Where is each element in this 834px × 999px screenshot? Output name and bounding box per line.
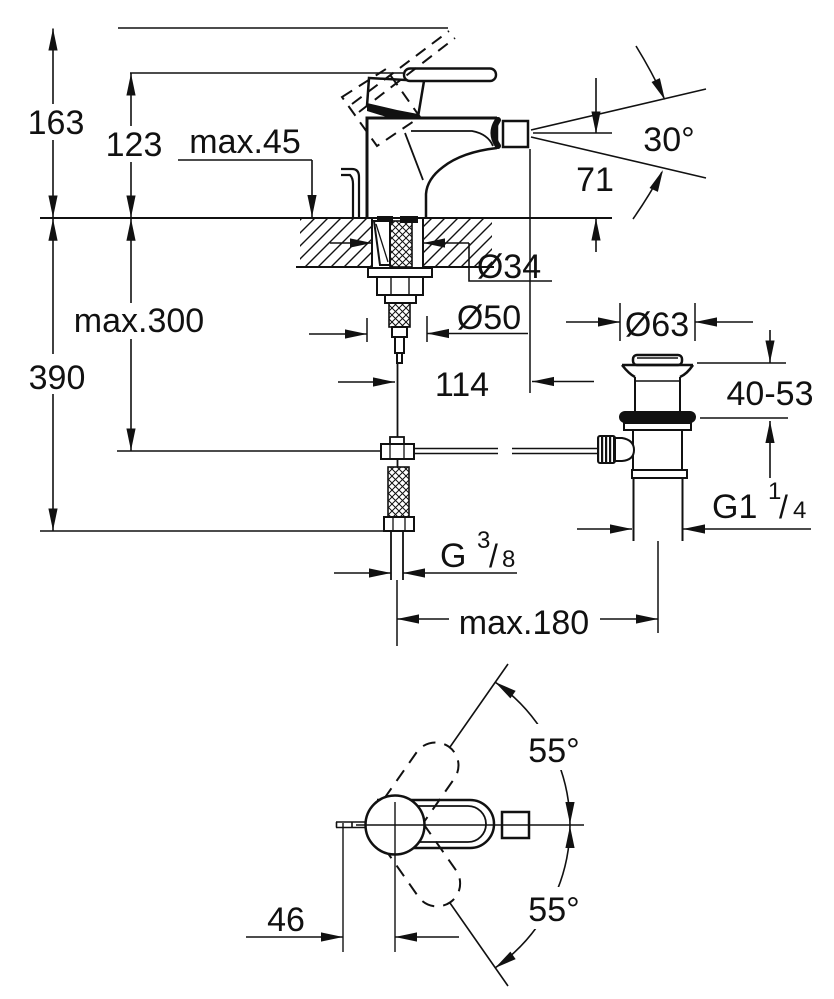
- g38-tailpiece: [390, 531, 404, 580]
- dim-swivel-lower-label: 55°: [528, 891, 579, 929]
- rod-clamp-knob: [597, 435, 616, 464]
- waste-thread-sub: 4: [793, 497, 806, 524]
- pop-up-rod-plan: [335, 821, 371, 829]
- dim-waste-thread-label: G1 1 / 4: [712, 478, 806, 526]
- supply-thread-slash: /: [489, 538, 498, 574]
- spray-cone-rays: [530, 88, 707, 179]
- waste-thread-sup: 1: [768, 478, 781, 505]
- dimension-labels: 163 123 max.45 30° 71 Ø34 Ø50 114 max.30…: [28, 104, 814, 939]
- aerator-face: [490, 117, 501, 149]
- waste-o-ring: [619, 411, 696, 423]
- supply-hose-upper: [388, 302, 411, 328]
- waste-thread-base: G1: [712, 488, 757, 526]
- rod-connector: [380, 443, 415, 460]
- dim-lever-height-label: 123: [106, 126, 163, 164]
- dim-max-deck-label: max.45: [189, 123, 301, 161]
- dim-base-dia-label: Ø50: [457, 299, 521, 337]
- handle-plan-outline: [377, 798, 496, 850]
- horseshoe-flange: [367, 267, 433, 278]
- supply-thread-base: G: [440, 537, 466, 575]
- supply-thread-sup: 3: [477, 527, 490, 554]
- threaded-shank: [389, 220, 413, 268]
- dim-max-rod-label: max.300: [74, 302, 204, 340]
- faucet-body: [340, 30, 530, 218]
- lever-raised-dashed: [340, 30, 456, 148]
- label-backgrounds: [30, 104, 592, 929]
- supply-thread-sub: 8: [502, 546, 515, 573]
- dim-total-height-label: 163: [28, 104, 85, 142]
- supply-hose-lower: [387, 466, 410, 518]
- dim-swivel-upper-label: 55°: [528, 732, 579, 770]
- dim-max-offset-label: max.180: [459, 604, 589, 642]
- pop-up-knob: [341, 167, 361, 218]
- dim-spout-reach-label: 114: [435, 366, 489, 404]
- dim-hose-length-label: 390: [29, 359, 86, 397]
- dim-supply-thread-label: G 3 / 8: [440, 527, 515, 575]
- swivel-rays: [449, 663, 509, 987]
- lever-handle: [402, 67, 498, 83]
- pop-up-waste: [597, 353, 696, 541]
- plan-view: [335, 663, 584, 987]
- dim-outlet-height-label: 71: [576, 161, 614, 199]
- dim-rod-offset-label: 46: [267, 901, 305, 939]
- mounting-nut: [376, 276, 424, 296]
- aerator-outlet: [501, 119, 530, 149]
- waste-tailpipe: [632, 478, 684, 541]
- dim-hole-dia-label: Ø34: [477, 248, 541, 286]
- waste-coupling: [631, 469, 688, 479]
- front-view-reference-lines: [40, 27, 788, 646]
- dim-spray-angle-label: 30°: [643, 121, 694, 159]
- waste-plug-cap: [631, 353, 684, 367]
- handle-swivel-dashed-upper: [383, 741, 460, 826]
- hose-nut: [383, 516, 415, 532]
- horizontal-linkage-rod: [414, 447, 598, 455]
- mounting-hardware: [367, 216, 598, 580]
- handle-swivel-dashed-lower: [384, 822, 462, 908]
- waste-thread-slash: /: [779, 489, 788, 525]
- dim-waste-adjust-label: 40-53: [727, 375, 814, 413]
- dim-waste-dia-label: Ø63: [625, 306, 689, 344]
